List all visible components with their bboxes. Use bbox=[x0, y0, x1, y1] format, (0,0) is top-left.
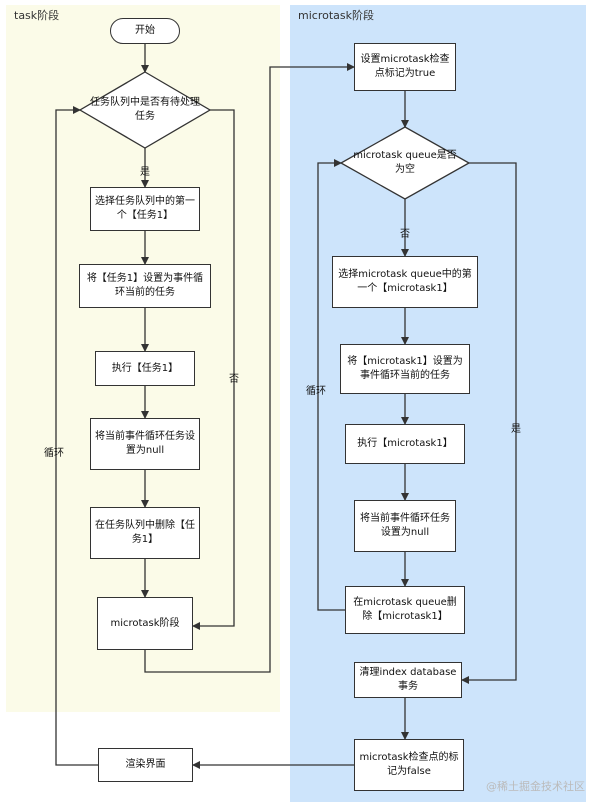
set-checkpoint-flag-node: 设置microtask检查点标记为true bbox=[354, 43, 456, 91]
remove-task-node: 在任务队列中删除【任务1】 bbox=[90, 507, 200, 559]
select-microtask-node: 选择microtask queue中的第一个【microtask1】 bbox=[332, 256, 478, 308]
yes-label: 是 bbox=[140, 167, 150, 178]
task-decision-text: 任务队列中是否有待处理任务 bbox=[90, 97, 200, 122]
select-task-node: 选择任务队列中的第一个【任务1】 bbox=[90, 187, 200, 231]
edge-micro-loop bbox=[317, 159, 354, 611]
task-stage-title: task阶段 bbox=[14, 9, 60, 22]
reset-current-task-node: 将当前事件循环任务设置为null bbox=[90, 418, 200, 470]
edge-micro-yes bbox=[461, 162, 517, 684]
edge-to-microtask bbox=[144, 63, 355, 673]
no-label: 否 bbox=[229, 374, 239, 385]
microtask-stage-node: microtask阶段 bbox=[97, 597, 193, 650]
set-current-microtask-node: 将【microtask1】设置为事件循环当前的任务 bbox=[340, 344, 470, 394]
clear-checkpoint-flag-node: microtask检查点的标记为false bbox=[354, 739, 464, 791]
execute-microtask-node: 执行【microtask1】 bbox=[345, 424, 465, 464]
loop-label: 循环 bbox=[44, 448, 64, 459]
edge-render-loop bbox=[55, 106, 98, 766]
edge-no bbox=[192, 109, 235, 630]
micro-yes-label: 是 bbox=[511, 424, 521, 435]
cleanup-indexeddb-node: 清理index database事务 bbox=[354, 662, 462, 698]
execute-task-node: 执行【任务1】 bbox=[95, 351, 195, 386]
start-node: 开始 bbox=[110, 18, 180, 44]
micro-no-label: 否 bbox=[400, 229, 410, 240]
watermark: @稀土掘金技术社区 bbox=[486, 780, 585, 793]
micro-decision-text: microtask queue是否为空 bbox=[353, 150, 457, 175]
render-node: 渲染界面 bbox=[98, 748, 193, 782]
reset-micro-current-node: 将当前事件循环任务设置为null bbox=[354, 500, 456, 552]
microtask-stage-title: microtask阶段 bbox=[298, 9, 374, 22]
remove-microtask-node: 在microtask queue删除【microtask1】 bbox=[345, 586, 465, 634]
micro-loop-label: 循环 bbox=[306, 386, 326, 397]
set-current-task-node: 将【任务1】设置为事件循环当前的任务 bbox=[79, 264, 211, 308]
